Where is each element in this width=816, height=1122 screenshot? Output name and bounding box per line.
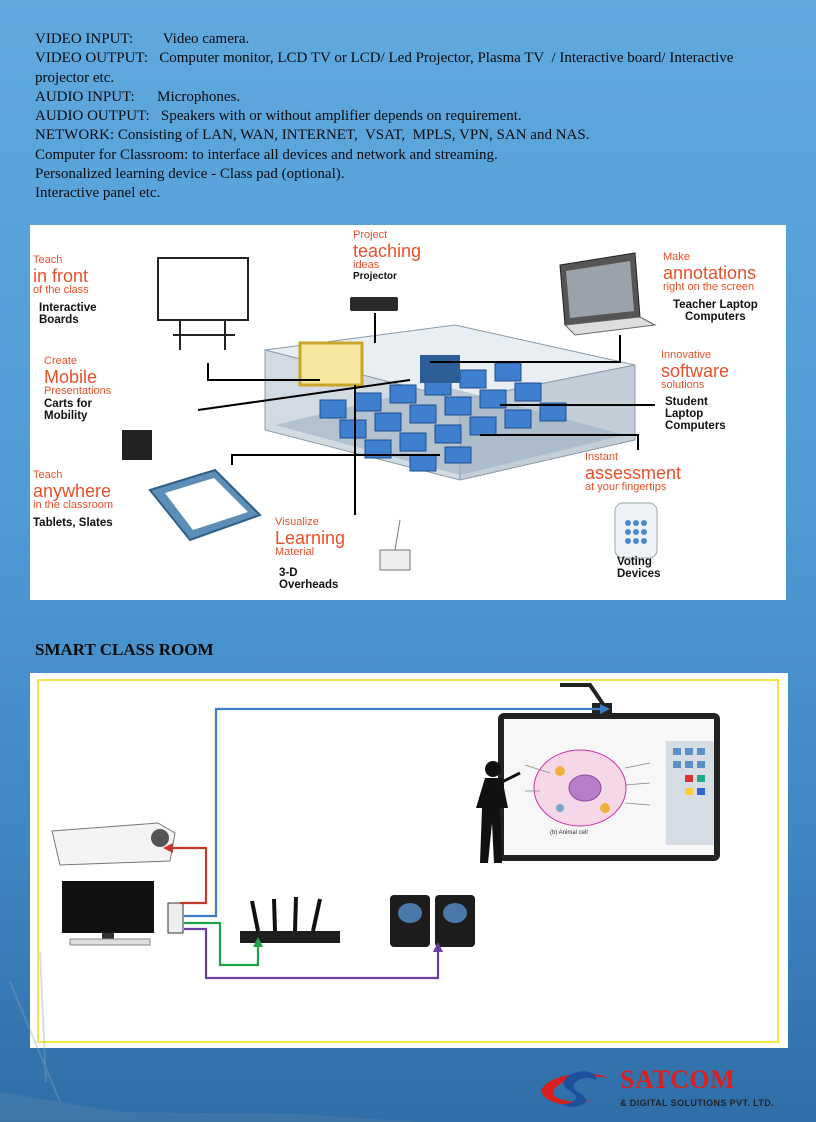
- caption-interactive-boards: Teach in front of the class Interactive …: [33, 254, 97, 327]
- spec-line-video-output: VIDEO OUTPUT: Computer monitor, LCD TV o…: [35, 50, 738, 86]
- spec-line-learning-device: Personalized learning device - Class pad…: [35, 166, 345, 183]
- spec-line-interactive-panel: Interactive panel etc.: [35, 185, 161, 202]
- spec-line-audio-input: AUDIO INPUT: Microphones.: [35, 88, 241, 105]
- company-logo: SATCOM & DIGITAL SOLUTIONS PVT. LTD.: [536, 1064, 806, 1114]
- section-title: SMART CLASS ROOM: [35, 640, 214, 659]
- spec-line-video-input: VIDEO INPUT: Video camera.: [35, 31, 250, 47]
- caption-voting-devices: Instant assessment at your fingertips Vo…: [585, 451, 682, 581]
- caption-overheads: Visualize Learning Material 3-D Overhead…: [275, 516, 346, 592]
- diagram-frame: [37, 679, 779, 1043]
- smart-classroom-illustration: [51, 683, 720, 980]
- caption-tablets: Teach anywhere in the classroom Tablets,…: [33, 469, 114, 529]
- spec-list: VIDEO INPUT: Video camera. VIDEO OUTPUT:…: [35, 30, 780, 204]
- classroom-illustration: [122, 252, 658, 571]
- caption-projector: Project teaching ideas Projector: [353, 229, 422, 282]
- logo-subtitle: & DIGITAL SOLUTIONS PVT. LTD.: [620, 1098, 775, 1108]
- classroom-diagram: Teach in front of the class Interactive …: [30, 225, 786, 600]
- spec-line-computer: Computer for Classroom: to interface all…: [35, 146, 498, 163]
- satcom-swoosh-icon: [541, 1071, 608, 1107]
- spec-line-network: NETWORK: Consisting of LAN, WAN, INTERNE…: [35, 127, 590, 144]
- board-caption: (b) Animal cell: [550, 830, 588, 836]
- logo-name: SATCOM: [620, 1065, 736, 1094]
- caption-mobile-carts: Create Mobile Presentations Carts for Mo…: [44, 355, 112, 423]
- smart-classroom-diagram: (b) Animal cell: [30, 673, 788, 1048]
- caption-student-laptops: Innovative software solutions Student La…: [661, 349, 730, 433]
- caption-teacher-laptop: Make annotations right on the screen Tea…: [663, 251, 758, 324]
- boat-silhouette-background: [0, 951, 420, 1122]
- spec-line-audio-output: AUDIO OUTPUT: Speakers with or without a…: [35, 108, 522, 125]
